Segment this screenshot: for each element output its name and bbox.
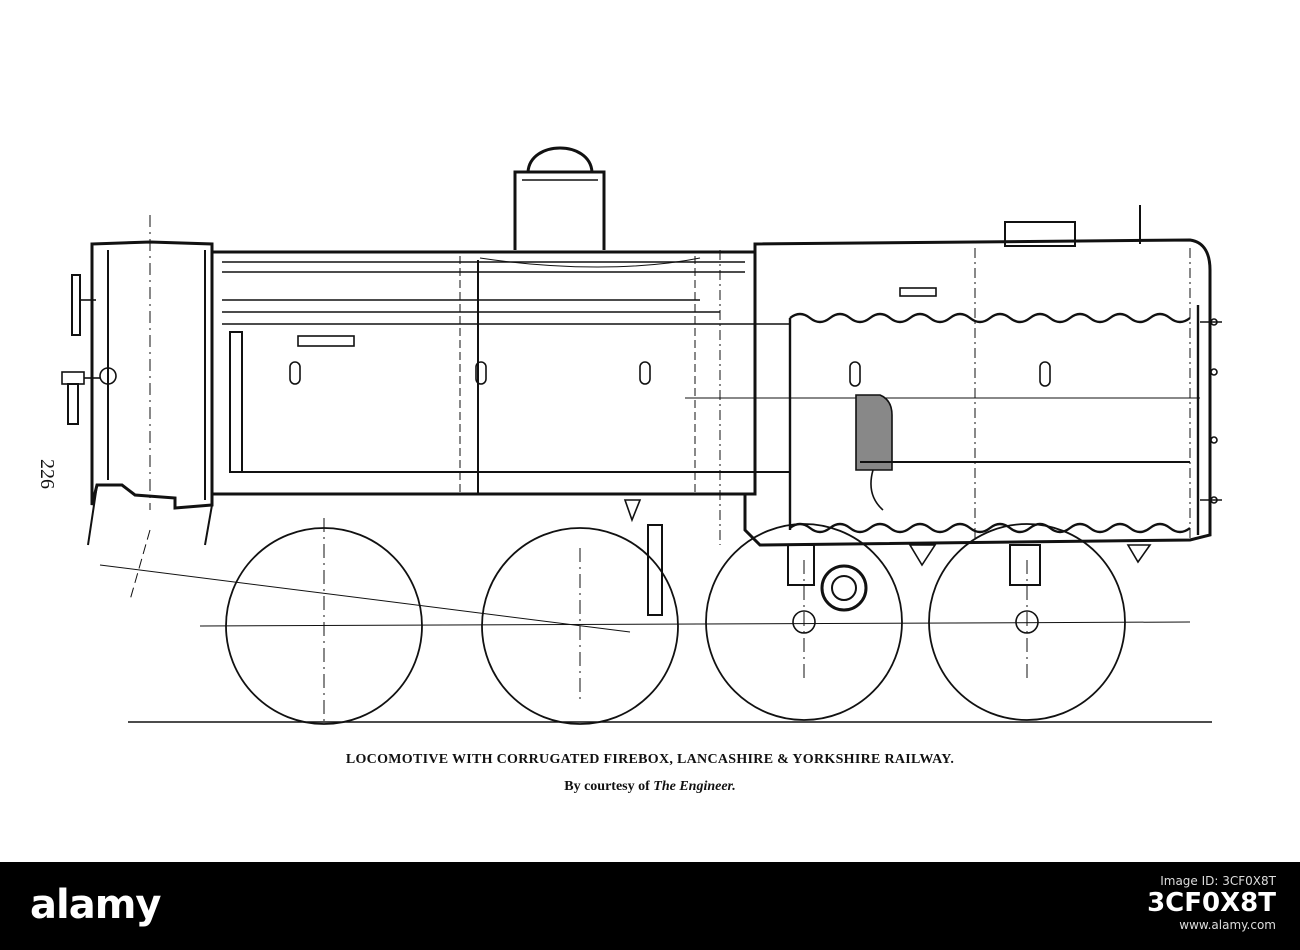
figure-credit: By courtesy of The Engineer.	[0, 779, 1300, 795]
locomotive-boiler-drawing	[61, 146, 1222, 726]
stock-watermark-bar: alamy Image ID: 3CF0X8T 3CF0X8T www.alam…	[0, 862, 1300, 950]
image-id: 3CF0X8T	[1147, 888, 1276, 918]
stock-url: www.alamy.com	[1179, 918, 1276, 932]
alamy-logo: alamy	[30, 882, 161, 928]
smokebox-door-fittings	[61, 274, 117, 425]
figure-caption: LOCOMOTIVE WITH CORRUGATED FIREBOX, LANC…	[345, 752, 955, 767]
boiler-barrel	[210, 250, 790, 496]
credit-prefix: By courtesy of	[564, 779, 650, 794]
wheel-3	[705, 523, 903, 721]
firebox-casing	[685, 205, 1212, 547]
reference-lines	[99, 529, 1212, 723]
backhead-fittings	[1200, 318, 1222, 504]
page-number: 226	[36, 459, 58, 489]
credit-source: The Engineer.	[653, 779, 736, 794]
frame-brackets	[623, 499, 1152, 616]
smokebox	[87, 215, 214, 546]
driving-wheels	[225, 518, 1126, 726]
wheel-2	[481, 527, 679, 725]
corrugated-firebox	[788, 305, 1200, 535]
image-id-label: Image ID: 3CF0X8T	[1160, 874, 1276, 888]
steam-dome	[513, 146, 606, 250]
stock-info: Image ID: 3CF0X8T 3CF0X8T www.alamy.com	[1147, 874, 1276, 932]
